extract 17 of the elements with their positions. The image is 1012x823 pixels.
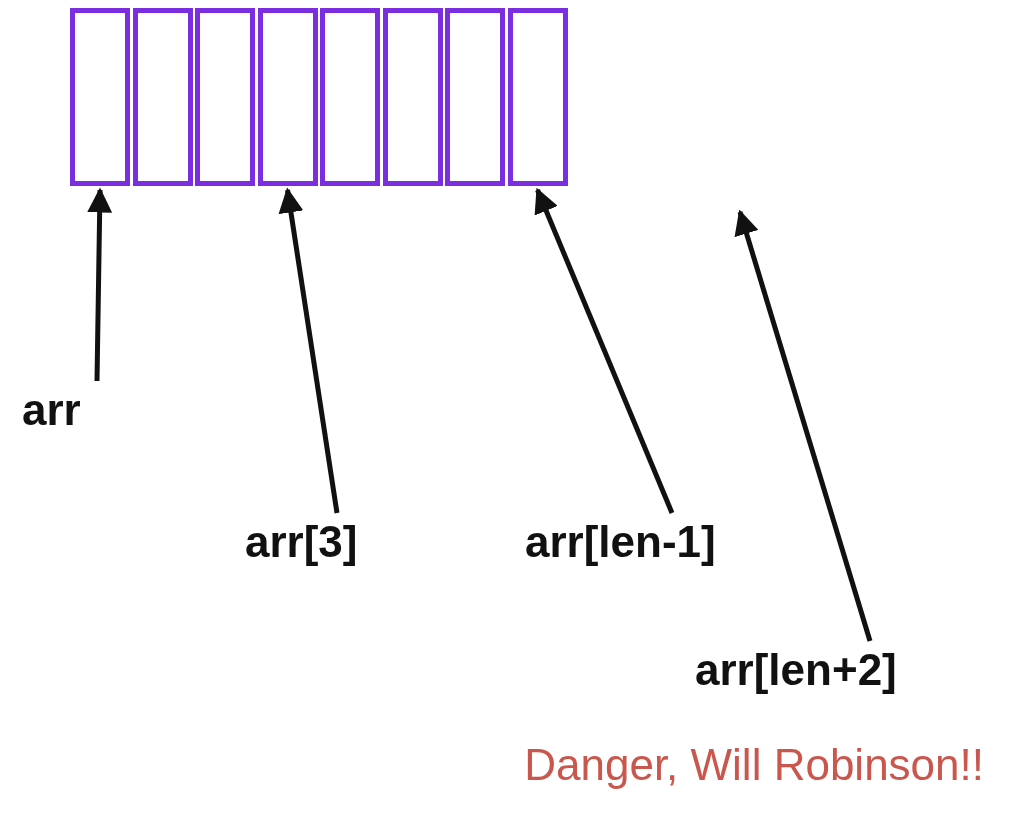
array-cell (445, 8, 505, 186)
pointer-label: arr[len+2] (695, 645, 990, 695)
arrow (278, 187, 340, 514)
array-cell (132, 8, 193, 186)
arrow (87, 187, 113, 382)
arrow (534, 187, 675, 514)
pointer-label: arr[len-1] (525, 517, 810, 567)
array-cell (507, 8, 568, 186)
pointer-label: arr (22, 385, 107, 435)
array-cell (320, 8, 380, 186)
array-cell (70, 8, 130, 186)
warning-note: Danger, Will Robinson!! (524, 739, 984, 791)
array-cell (257, 8, 318, 186)
arrow (734, 209, 873, 642)
array-cell (195, 8, 255, 186)
array-cell (382, 8, 443, 186)
pointer-label: arr[3] (245, 517, 415, 567)
